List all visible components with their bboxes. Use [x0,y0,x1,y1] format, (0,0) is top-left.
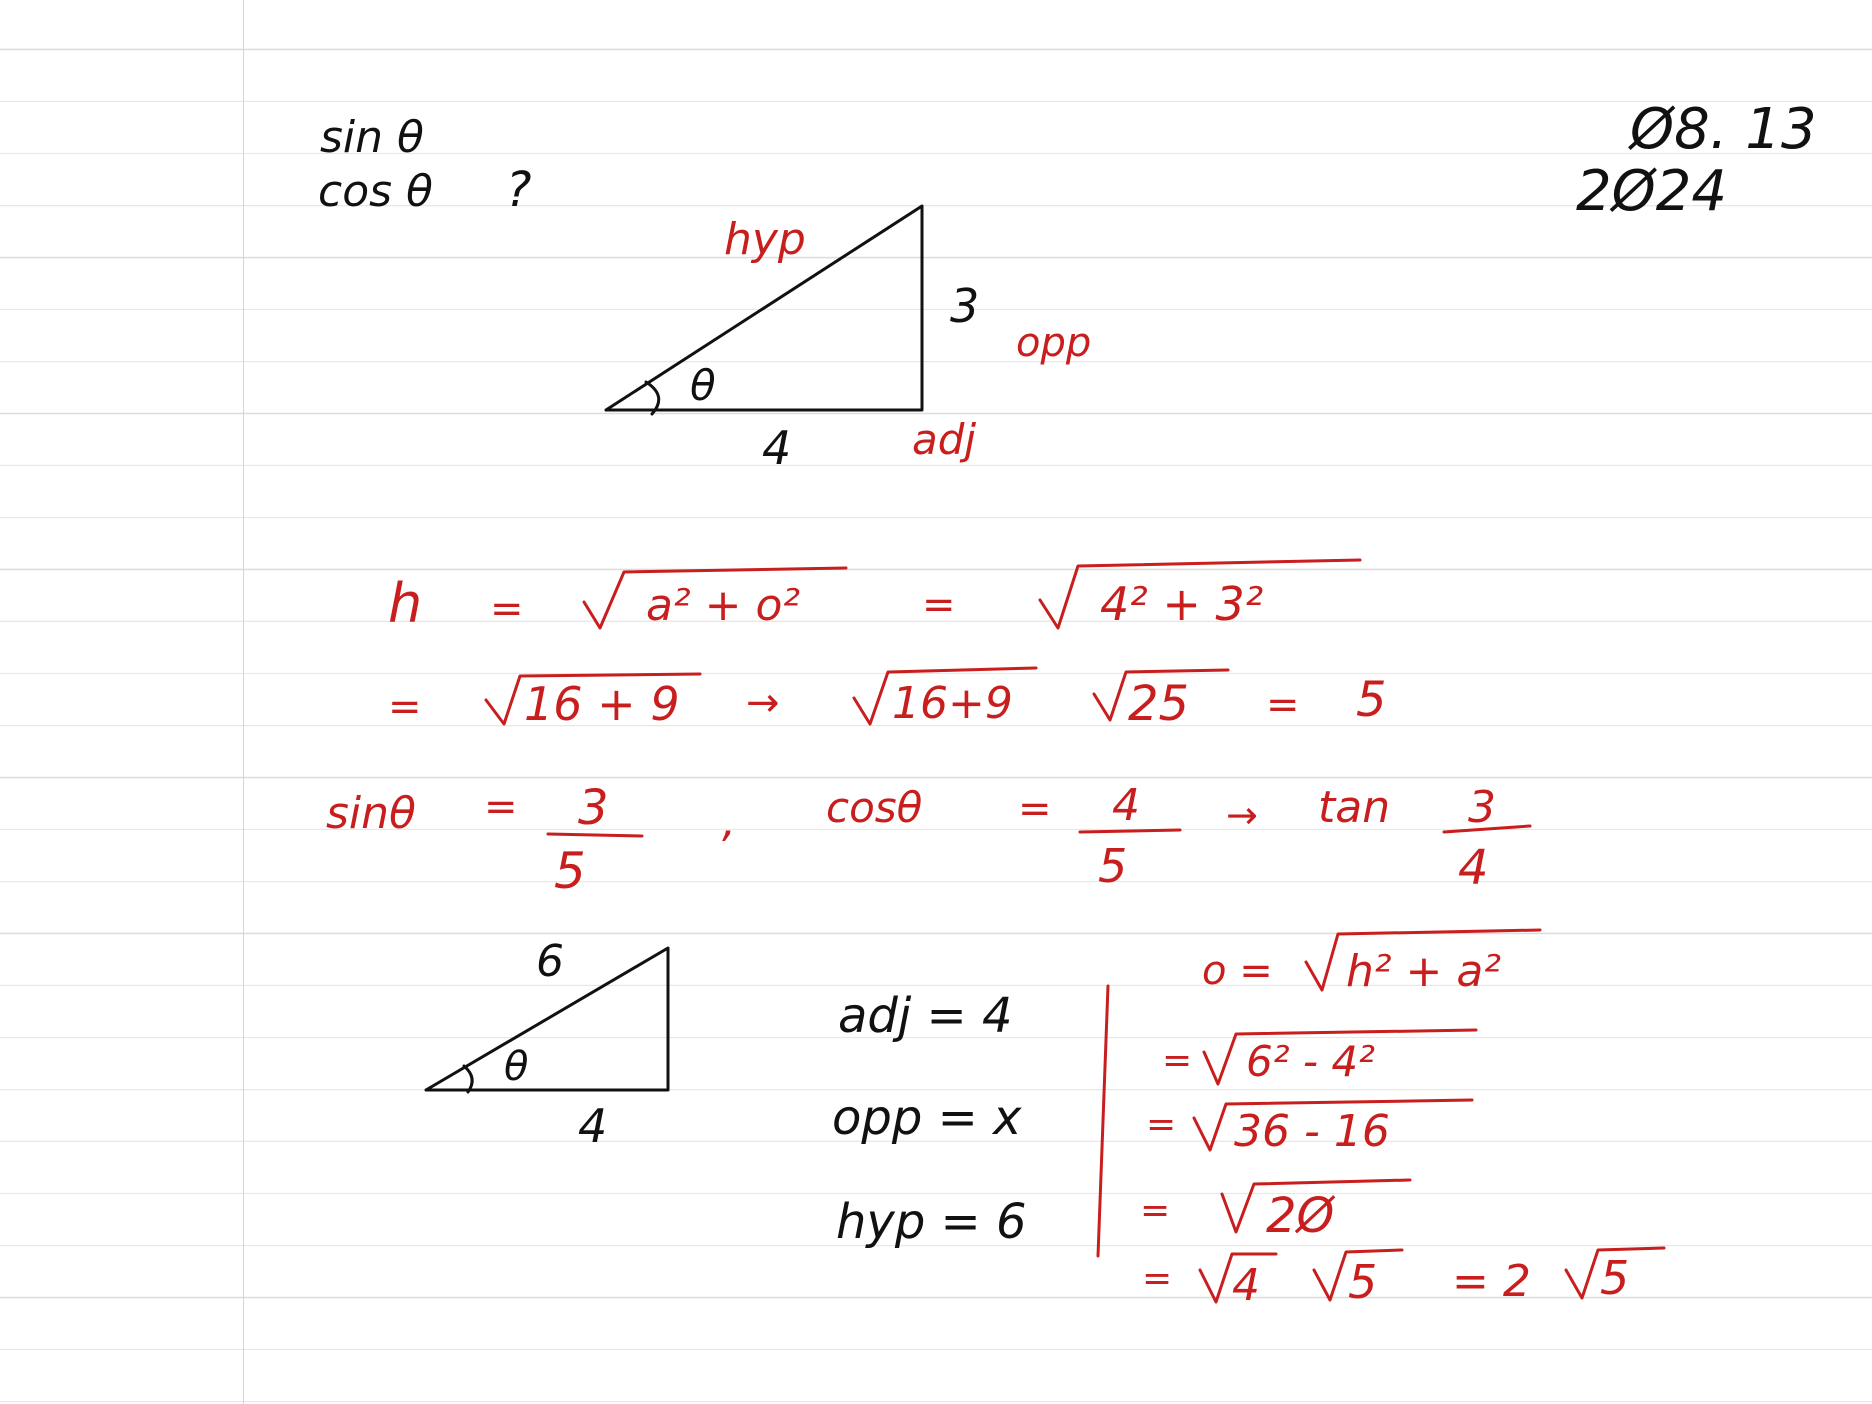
work2-sqrt-2 [1202,1028,1478,1086]
ratio-cos-fraction-bar [1078,828,1182,834]
triangle-1-hyp-label: hyp [724,214,806,265]
triangle-2-hyp-value: 6 [536,936,564,987]
triangle-2-adj-value: 4 [578,1099,607,1153]
work1-sqrt-5 [1092,668,1230,722]
triangle-1-adj-value: 4 [762,421,791,475]
work2-line4-eq: = [1140,1190,1170,1231]
work2-36-minus-16: 36 - 16 [1234,1106,1390,1157]
margin-line [243,0,244,1404]
work2-line3-eq: = [1146,1104,1176,1145]
ratio-sin-numerator: 3 [578,780,609,836]
work1-16-plus-9-compact: 16+9 [892,678,1013,729]
work1-line2-eq: = [388,684,422,730]
work2-final-sqrt5: 5 [1600,1251,1629,1305]
ratio-sin-label: sinθ [326,788,416,839]
ratio-sin-fraction-bar [546,832,644,838]
ratio-sin-eq: = [484,784,518,830]
triangle-2-angle-arc [462,1064,474,1094]
work2-sqrt-1 [1304,928,1542,992]
work2-separator [1096,984,1110,1258]
work2-eq-2: = 2 [1452,1256,1531,1307]
date-year: 2Ø24 [1576,159,1727,224]
ratio-cos-label: cosθ [826,783,922,832]
work2-6sq-minus-4sq: 6² - 4² [1246,1037,1375,1086]
work2-formula: h² + a² [1346,946,1501,997]
question-line-sin: sin θ [320,112,424,163]
ratio-arrow: → [1226,793,1258,837]
ratio-tan-numerator: 3 [1468,782,1496,833]
triangle-1 [604,204,924,416]
question-mark: ? [506,162,531,218]
ratio-comma: , [722,796,736,847]
work2-sqrt-3 [1192,1098,1474,1152]
ratio-cos-eq: = [1018,786,1052,832]
work1-eq-2: = [922,582,956,628]
work2-sqrt-7 [1564,1246,1666,1300]
work2-sqrt4-value: 4 [1232,1260,1260,1311]
work1-result-5: 5 [1356,672,1387,728]
work2-sqrt-4 [1220,1178,1412,1234]
question-line-cos: cos θ [318,166,433,217]
ratio-tan-denominator: 4 [1458,840,1489,896]
work1-sqrt-1 [582,566,848,630]
side-hyp: hyp = 6 [836,1194,1027,1250]
triangle-2 [424,946,670,1094]
triangle-2-angle-label: θ [504,1044,528,1090]
triangle-1-angle-label: θ [690,361,716,410]
work2-o-eq: o = [1202,948,1273,994]
triangle-1-outline [604,204,924,412]
work2-20: 2Ø [1266,1188,1336,1244]
work1-eq-3: = [1266,682,1300,728]
work2-line2-eq: = [1162,1040,1192,1081]
ratio-tan-fraction-bar [1442,824,1532,834]
side-opp: opp = x [832,1090,1022,1146]
triangle-1-opp-label: opp [1016,320,1091,366]
work2-line5-eq: = [1142,1258,1172,1299]
work1-sqrt-3 [484,672,702,726]
work1-eq-1: = [490,586,524,632]
triangle-1-angle-arc [644,380,661,416]
work1-arrow-1: → [746,680,780,726]
work2-sqrt5-value: 5 [1348,1255,1377,1309]
triangle-1-opp-value: 3 [950,279,979,333]
work1-25: 25 [1128,676,1189,732]
work2-sqrt-5 [1198,1252,1278,1304]
work1-pythag-values: 4² + 3² [1100,577,1263,631]
work1-h: h [388,572,422,635]
triangle-1-adj-label: adj [912,415,976,464]
work1-sqrt-2 [1038,558,1362,630]
work2-sqrt-6 [1312,1248,1404,1302]
ratio-cos-numerator: 4 [1112,780,1140,831]
work1-pythag-formula: a² + o² [646,580,800,631]
date-month-day: Ø8. 13 [1628,97,1817,162]
ratio-cos-denominator: 5 [1098,839,1127,893]
ratio-sin-denominator: 5 [554,842,586,900]
ratio-tan-label: tan [1318,782,1390,833]
side-adj: adj = 4 [838,988,1013,1044]
work1-sqrt-4 [852,666,1038,726]
triangle-2-outline [424,946,670,1092]
work1-16-plus-9: 16 + 9 [524,677,680,731]
